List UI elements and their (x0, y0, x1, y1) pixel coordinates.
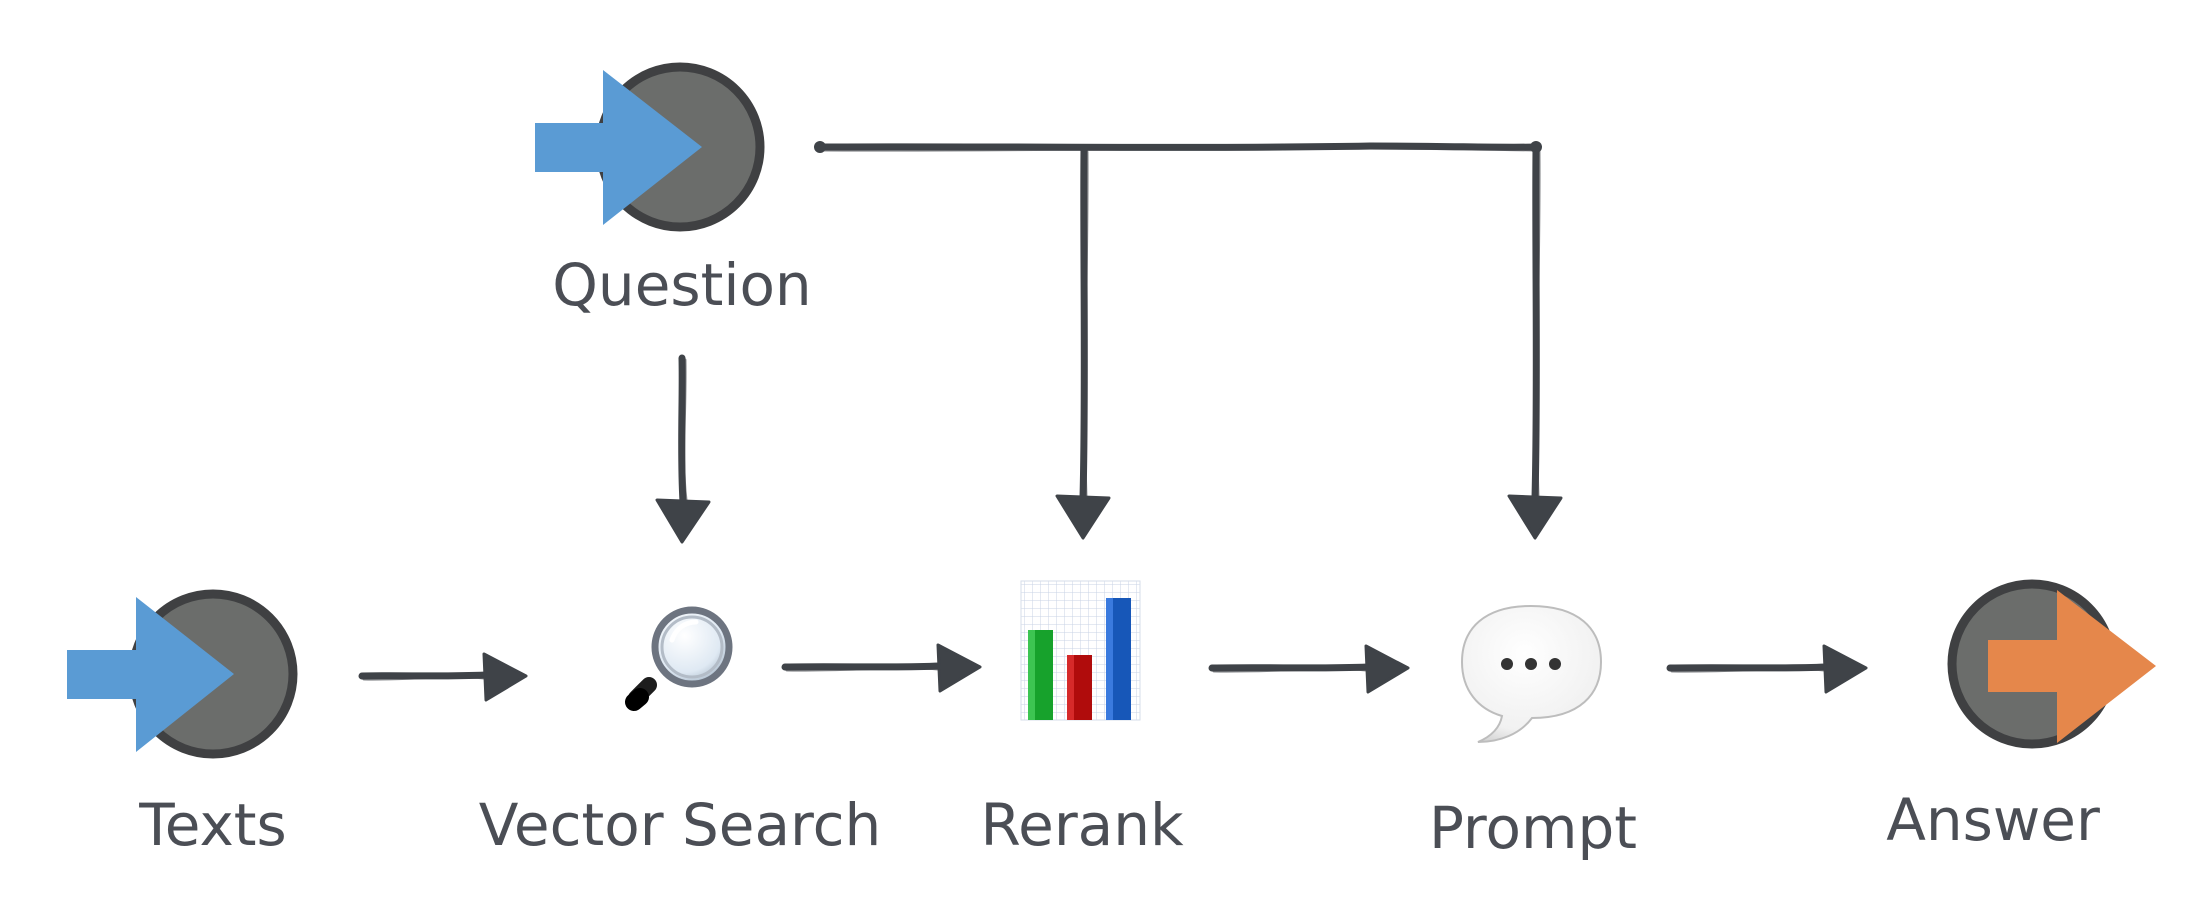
input-circle-icon (67, 589, 298, 759)
node-question: Question (535, 62, 812, 319)
edge-texts-to-vector-search (358, 652, 528, 702)
bar-chart-icon (1020, 580, 1141, 721)
arrow-head-icon (1822, 644, 1868, 694)
node-label-question: Question (552, 251, 811, 319)
magnifying-glass-icon (625, 606, 733, 711)
node-label-vector-search: Vector Search (479, 791, 882, 859)
node-label-prompt: Prompt (1429, 794, 1637, 862)
edge-question-to-vector-search (655, 354, 711, 544)
arrow-head-icon (655, 498, 711, 544)
node-prompt: Prompt (1429, 604, 1637, 862)
edge-prompt-to-answer (1666, 644, 1868, 694)
output-circle-icon (1947, 579, 2156, 749)
speech-bubble-icon (1460, 604, 1603, 743)
node-texts: Texts (67, 589, 298, 859)
edge-rerank-to-prompt (1208, 644, 1410, 694)
edge-question-to-rerank-prompt (814, 141, 1563, 540)
arrow-head-icon (1055, 494, 1111, 540)
input-circle-icon (535, 62, 765, 232)
arrow-head-icon (1507, 494, 1563, 540)
arrow-head-icon (1364, 644, 1410, 694)
node-vector-search: Vector Search (479, 606, 882, 859)
arrow-head-icon (482, 652, 528, 702)
node-answer: Answer (1886, 579, 2156, 854)
node-rerank: Rerank (980, 580, 1184, 859)
edge-vector-search-to-rerank (781, 643, 982, 693)
node-label-answer: Answer (1886, 786, 2100, 854)
node-label-texts: Texts (138, 791, 287, 859)
node-label-rerank: Rerank (980, 791, 1184, 859)
arrow-head-icon (936, 643, 982, 693)
